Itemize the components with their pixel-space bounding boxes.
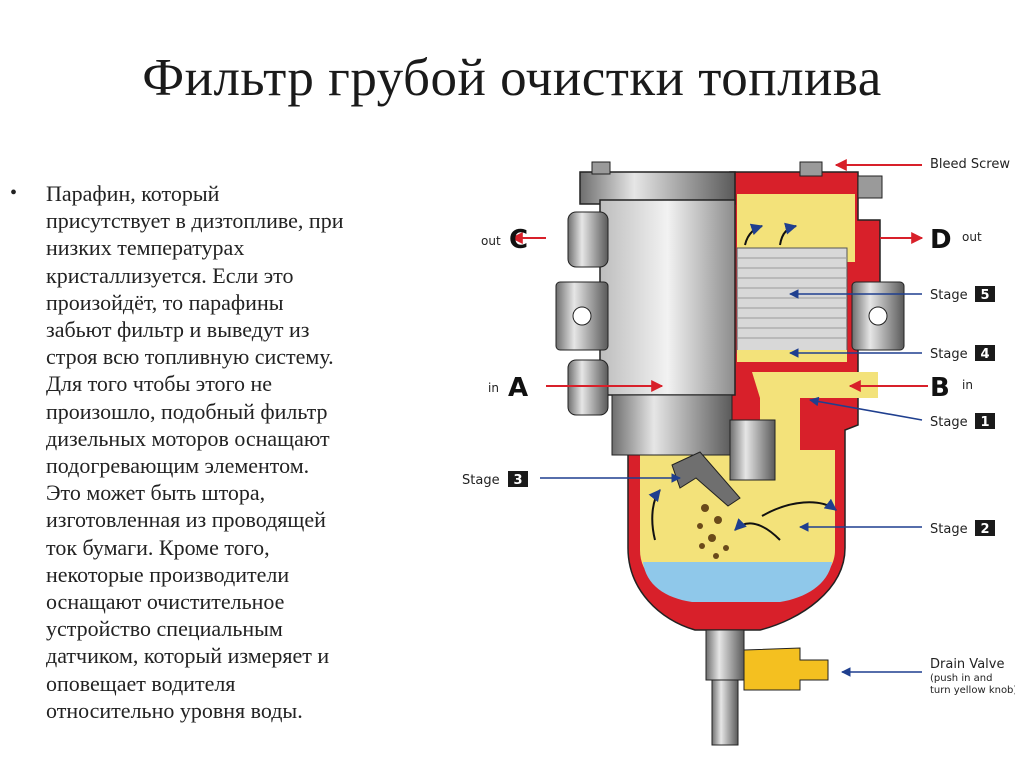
stage-1-label: Stage 1 (930, 413, 995, 430)
drain-valve-label: Drain Valve (930, 657, 1004, 672)
drain-valve-note-2: turn yellow knob) (930, 685, 1015, 696)
out-c-small-label: out (481, 234, 501, 248)
description-paragraph: Парафин, который присутствует в дизтопли… (46, 181, 344, 723)
stage-5-label: Stage 5 (930, 286, 995, 303)
stage-leaders (540, 289, 923, 677)
port-c-label: C (509, 225, 528, 255)
svg-text:4: 4 (980, 347, 989, 362)
contaminant-particles (697, 504, 729, 559)
svg-text:3: 3 (513, 473, 522, 488)
drain-valve (705, 629, 829, 746)
filter-head (555, 161, 905, 507)
port-b-label: B (930, 373, 950, 403)
stage-2-label: Stage 2 (930, 520, 995, 537)
port-d-label: D (930, 225, 952, 255)
fuel-filter-diagram: Bleed Screw out C D out in A B in Stage … (462, 157, 1015, 746)
in-b-small-label: in (962, 378, 973, 392)
bleed-screw-label: Bleed Screw (930, 157, 1010, 172)
port-a-label: A (508, 373, 528, 403)
drain-valve-note-1: (push in and (930, 673, 992, 684)
stage-3-label: Stage 3 (462, 471, 528, 488)
page-title: Фильтр грубой очистки топлива (142, 49, 882, 107)
svg-text:Stage: Stage (930, 522, 968, 537)
svg-text:Stage: Stage (462, 473, 500, 488)
stage-4-label: Stage 4 (930, 345, 995, 362)
svg-text:Stage: Stage (930, 415, 968, 430)
svg-text:5: 5 (980, 288, 989, 303)
svg-text:Stage: Stage (930, 347, 968, 362)
svg-text:Stage: Stage (930, 288, 968, 303)
out-d-small-label: out (962, 230, 982, 244)
bullet-icon: • (10, 182, 18, 204)
description-block: • Парафин, который присутствует в дизтоп… (10, 180, 450, 724)
in-a-small-label: in (488, 381, 499, 395)
svg-text:1: 1 (980, 415, 989, 430)
svg-text:2: 2 (980, 522, 989, 537)
flow-arrows (510, 159, 928, 541)
